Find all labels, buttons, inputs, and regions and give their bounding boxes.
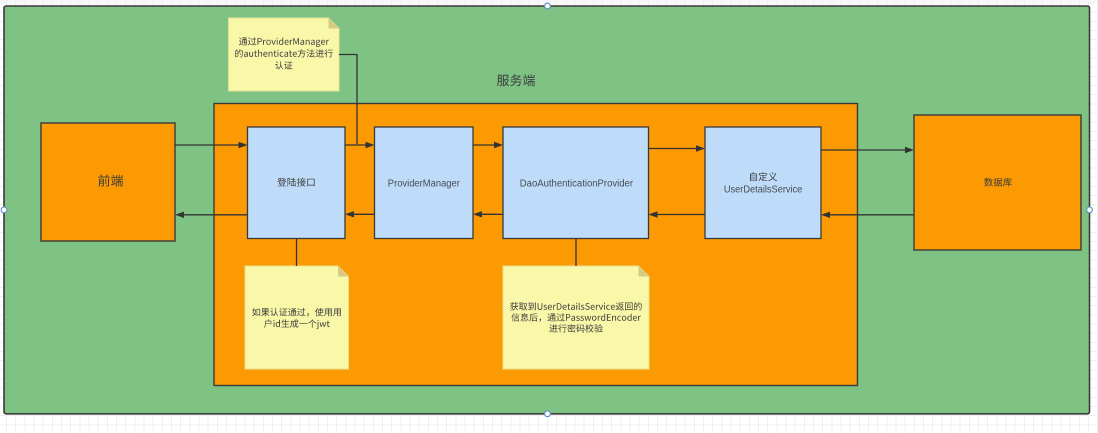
svg-text:UserDetailsService: UserDetailsService: [724, 184, 803, 195]
svg-text:ProviderManager: ProviderManager: [388, 179, 461, 190]
svg-text:DaoAuthenticationProvider: DaoAuthenticationProvider: [520, 179, 634, 190]
